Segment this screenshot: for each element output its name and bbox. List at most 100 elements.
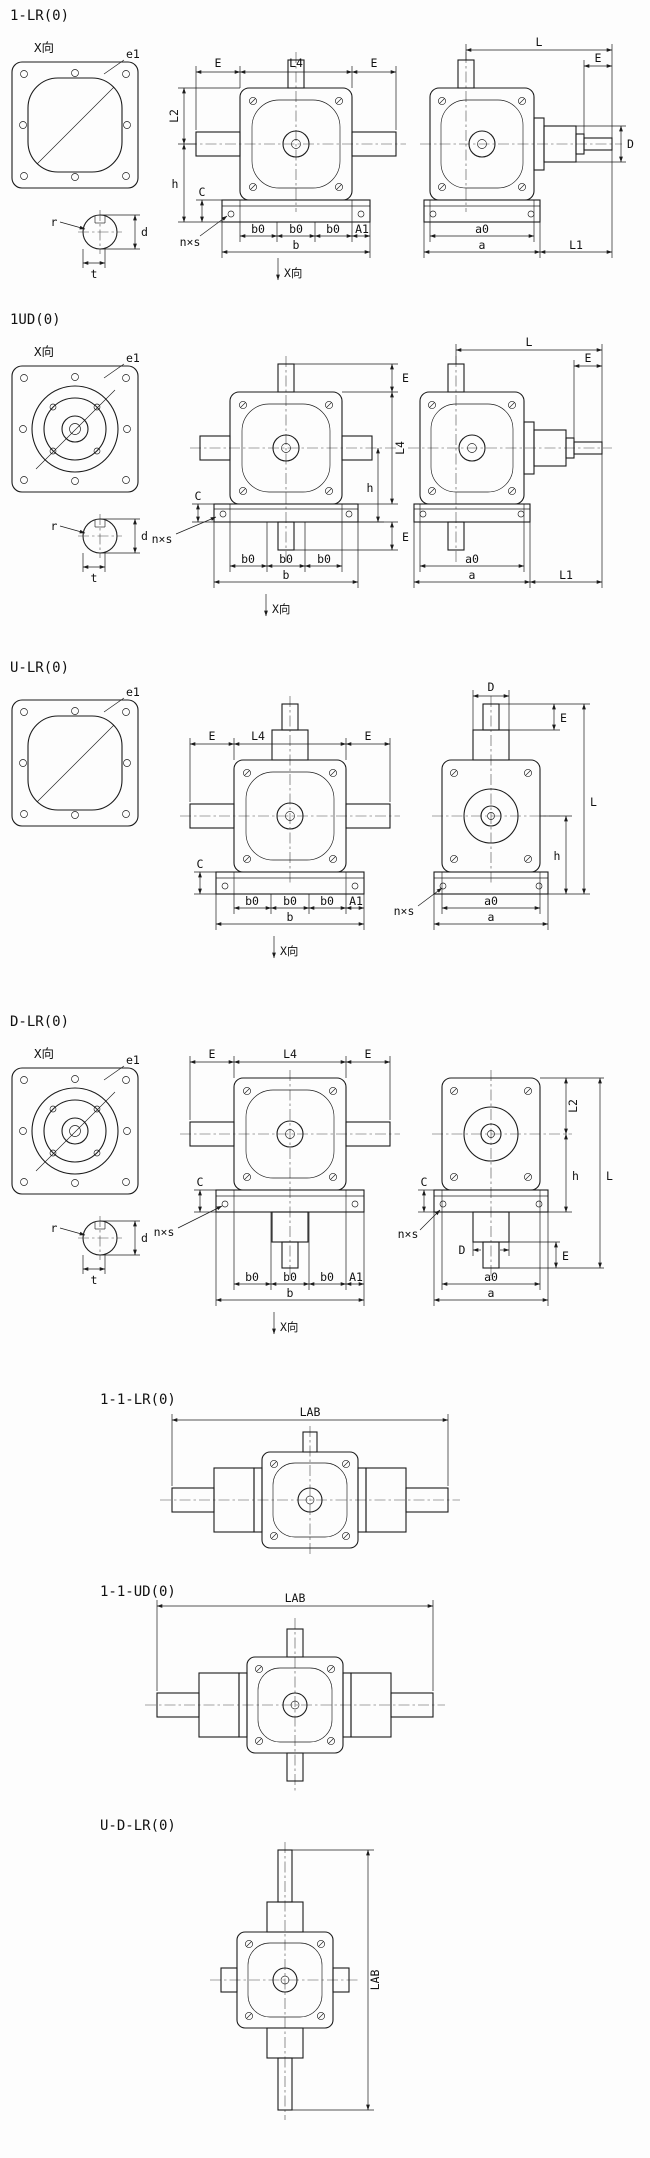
- shaft-end-section: [77, 513, 123, 559]
- right-boss: [332, 1967, 350, 1993]
- svg-text:X向: X向: [280, 944, 298, 958]
- shaft-key-detail: r t d: [51, 209, 148, 281]
- dim-l1: L1: [529, 454, 603, 588]
- top-boss: [302, 1431, 318, 1453]
- svg-text:E: E: [365, 729, 372, 743]
- mounting-base: [215, 871, 365, 895]
- dim-b0-row: b0 b0 b0 A1: [239, 222, 371, 258]
- dim-a: a: [413, 522, 531, 588]
- dim-a: a: [433, 894, 549, 930]
- svg-text:D: D: [627, 137, 634, 151]
- svg-text:n×s: n×s: [154, 1225, 175, 1239]
- dim-c: C: [194, 1175, 216, 1213]
- svg-text:E: E: [402, 530, 409, 544]
- svg-text:L: L: [590, 795, 597, 809]
- svg-text:b0: b0: [320, 894, 334, 908]
- side-view: L E D a0 a L1: [420, 35, 634, 258]
- svg-text:b0: b0: [251, 222, 265, 236]
- dim-e-bottom: E: [294, 521, 409, 551]
- svg-text:b0: b0: [241, 552, 255, 566]
- dim-b0-row: b0 b0 b0 A1: [233, 1212, 365, 1306]
- front-view: E L4 E C b0 b0 b0 A1 b: [180, 696, 400, 959]
- arrangement-view: LAB: [160, 1405, 460, 1556]
- svg-text:b0: b0: [320, 1270, 334, 1284]
- svg-text:L2: L2: [167, 109, 181, 123]
- annotation-nxs: n×s: [398, 1209, 441, 1241]
- svg-text:L2: L2: [566, 1099, 580, 1113]
- dim-a0: a0: [419, 522, 525, 572]
- svg-text:X向: X向: [284, 266, 302, 280]
- section-1-lr: 1-LR(0) X向 e1 r t d: [10, 8, 634, 281]
- svg-text:d: d: [141, 1231, 148, 1245]
- svg-text:E: E: [560, 711, 567, 725]
- arrangement-view: LAB: [210, 1842, 382, 2120]
- svg-text:C: C: [195, 489, 202, 503]
- svg-text:r: r: [51, 519, 58, 533]
- dim-e1: e1: [103, 47, 140, 75]
- dim-a: a: [433, 1212, 549, 1306]
- dim-top-widths: E L4 E: [189, 729, 391, 802]
- flange-x-view: X向 e1: [11, 344, 140, 493]
- dim-a0: a0: [441, 1212, 541, 1290]
- mounting-base: [433, 871, 549, 895]
- mounting-base: [413, 503, 531, 523]
- left-boss: [199, 435, 231, 461]
- section-1ud: 1UD(0) X向 e1 r t d: [10, 312, 612, 617]
- x-view-pointer: X向: [272, 1312, 298, 1335]
- svg-text:a: a: [488, 910, 495, 924]
- svg-text:e1: e1: [126, 351, 140, 365]
- svg-text:L4: L4: [283, 1047, 297, 1061]
- shaft-key-detail: r t d: [51, 513, 148, 585]
- svg-text:h: h: [572, 1169, 579, 1183]
- dim-l: L: [499, 1077, 613, 1269]
- section-title: 1-LR(0): [10, 8, 69, 24]
- svg-text:LAB: LAB: [300, 1405, 321, 1419]
- bottom-shaft: [277, 2057, 293, 2111]
- svg-text:L1: L1: [569, 238, 583, 252]
- svg-text:b: b: [293, 238, 300, 252]
- svg-text:b0: b0: [283, 1270, 297, 1284]
- left-boss: [220, 1967, 238, 1993]
- dim-e1: e1: [103, 1053, 140, 1081]
- svg-text:n×s: n×s: [180, 235, 201, 249]
- svg-text:e1: e1: [126, 1053, 140, 1067]
- x-view-pointer: X向: [276, 258, 302, 281]
- dim-t: t: [82, 248, 106, 281]
- svg-text:E: E: [402, 371, 409, 385]
- dim-l4: L4: [342, 391, 407, 505]
- mounting-base: [423, 199, 541, 223]
- front-view: E L4 h E C n×s: [152, 356, 409, 617]
- shaft-end-section: [77, 209, 123, 255]
- dim-c: C: [196, 185, 222, 223]
- flange-x-view: e1: [11, 685, 140, 827]
- dim-h: h: [358, 447, 384, 523]
- svg-text:d: d: [141, 225, 148, 239]
- svg-text:b: b: [283, 568, 290, 582]
- dim-e1: e1: [103, 351, 140, 379]
- dim-c: C: [194, 857, 216, 895]
- dim-r: r: [51, 215, 86, 230]
- shaft-end-section: [77, 1215, 123, 1261]
- input-flange-face: [11, 1067, 139, 1195]
- svg-text:L: L: [526, 335, 533, 349]
- dim-d: d: [100, 518, 148, 554]
- dim-d: d: [100, 214, 148, 250]
- svg-text:E: E: [215, 56, 222, 70]
- svg-text:n×s: n×s: [152, 532, 173, 546]
- svg-text:L1: L1: [559, 568, 573, 582]
- svg-text:E: E: [562, 1249, 569, 1263]
- svg-text:E: E: [585, 351, 592, 365]
- svg-text:b0: b0: [283, 894, 297, 908]
- dim-b0-row: b0 b0 b0 A1: [233, 894, 365, 930]
- dim-e-shaft: E: [509, 1241, 569, 1269]
- mounting-base: [221, 199, 371, 223]
- svg-text:b0: b0: [245, 1270, 259, 1284]
- svg-text:b0: b0: [326, 222, 340, 236]
- dim-l2: L2: [540, 1077, 604, 1135]
- dim-l1: L1: [539, 150, 613, 258]
- svg-text:E: E: [371, 56, 378, 70]
- dim-lab: LAB: [171, 1405, 449, 1486]
- svg-text:t: t: [91, 571, 98, 585]
